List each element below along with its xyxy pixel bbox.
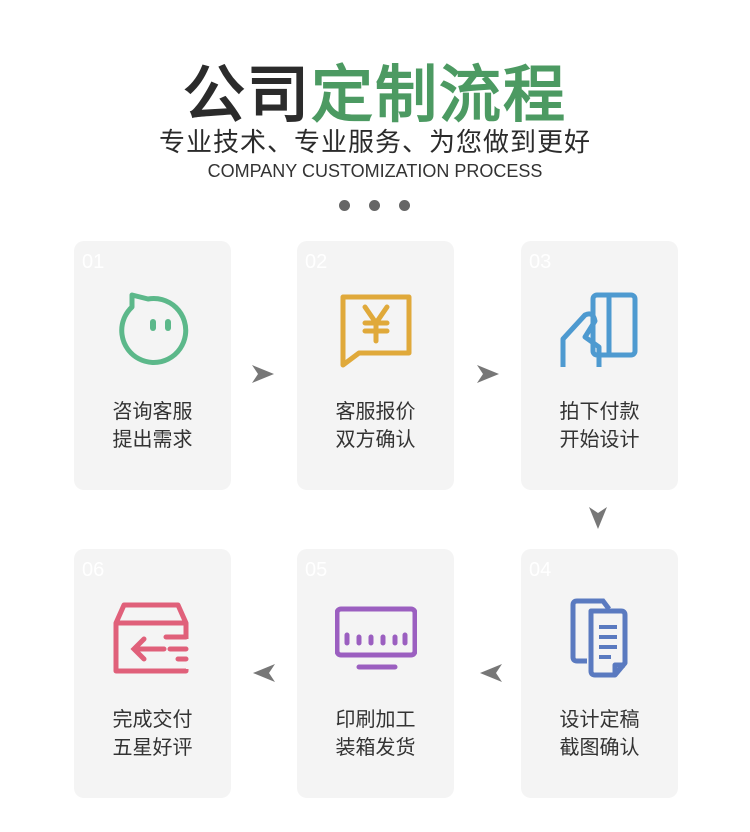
step-number: 02 [305,251,328,273]
step-label: 咨询客服提出需求 [112,399,193,451]
subtitle: 专业技术、专业服务、为您做到更好 [158,128,591,158]
title-dark: 公司 [182,58,311,131]
documents-icon [570,598,628,678]
dots-divider [339,200,410,211]
step-card-1: 01 咨询客服提出需求 [74,241,231,490]
step-label: 印刷加工装箱发货 [335,707,416,759]
arrow-right-icon [477,365,499,383]
title-green: 定制流程 [311,58,568,131]
card-payment-icon [560,292,638,367]
step-number: 04 [529,559,552,581]
step-label: 设计定稿截图确认 [559,707,640,759]
step-number: 05 [305,559,328,581]
step-label: 完成交付五星好评 [112,707,193,759]
yuan-quote-icon [340,294,412,368]
page-title: 公司定制流程 [0,44,750,134]
arrow-left-icon [253,664,275,682]
arrow-right-icon [252,365,274,383]
step-card-3: 03 拍下付款开始设计 [521,241,678,490]
box-delivery-icon [113,602,189,674]
step-card-4: 04 设计定稿截图确认 [521,549,678,798]
step-number: 01 [82,251,105,273]
arrow-down-icon [589,507,607,529]
step-card-5: 05 印刷加工装箱发货 [297,549,454,798]
subtitle-en: COMPANY CUSTOMIZATION PROCESS [207,161,543,181]
printer-ruler-icon [335,606,417,670]
step-number: 03 [529,251,552,273]
step-number: 06 [82,559,105,581]
step-card-2: 02 客服报价双方确认 [297,241,454,490]
step-label: 拍下付款开始设计 [559,399,640,451]
step-card-6: 06 完成交付五星好评 [74,549,231,798]
chat-face-icon [119,292,189,365]
step-label: 客服报价双方确认 [335,399,416,451]
arrow-left-icon [480,664,502,682]
